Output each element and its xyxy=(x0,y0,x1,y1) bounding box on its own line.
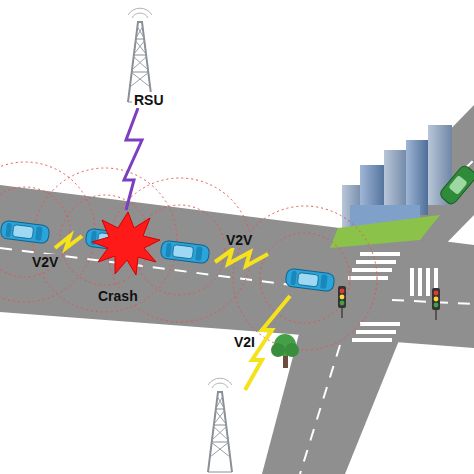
v2i-label: V2I xyxy=(232,334,257,350)
v2v-label: V2V xyxy=(30,254,60,270)
rsu-label: RSU xyxy=(132,92,166,108)
crash-label: Crash xyxy=(96,288,140,304)
v2v-label: V2V xyxy=(224,232,254,248)
